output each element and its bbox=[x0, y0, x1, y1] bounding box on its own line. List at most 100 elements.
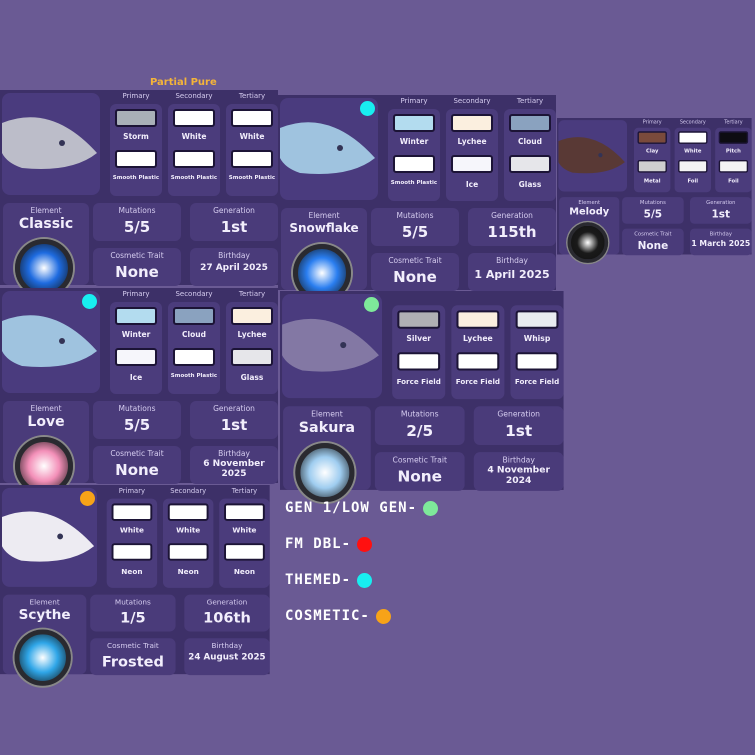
material-swatch bbox=[397, 352, 441, 371]
material-swatch bbox=[167, 543, 209, 561]
material-name: Foil bbox=[687, 177, 699, 184]
color-slot-1[interactable]: White Foil bbox=[674, 127, 711, 193]
color-slot-header: Secondary bbox=[170, 486, 207, 495]
dragon-portrait bbox=[282, 294, 382, 399]
color-slot-2[interactable]: Pitch Foil bbox=[715, 127, 752, 193]
color-slot-1[interactable]: White Smooth Plastic bbox=[168, 104, 220, 196]
color-swatch bbox=[637, 131, 667, 144]
cosmetic-panel: Cosmetic Trait None bbox=[93, 248, 181, 286]
material-swatch bbox=[637, 160, 667, 173]
material-name: Metal bbox=[643, 177, 661, 184]
mutations-panel: Mutations 5/5 bbox=[622, 197, 684, 224]
color-slot-header: Tertiary bbox=[231, 486, 258, 495]
category-marker-dot bbox=[79, 490, 95, 506]
generation-panel: Generation 115th bbox=[468, 208, 556, 246]
color-slot-2[interactable]: Cloud Glass bbox=[504, 109, 556, 201]
category-marker-dot bbox=[82, 294, 97, 309]
birthday-panel: Birthday 1 March 2025 bbox=[690, 228, 752, 256]
birthday-label: Birthday bbox=[211, 641, 243, 650]
color-swatch bbox=[115, 307, 157, 325]
element-name: Scythe bbox=[18, 607, 71, 623]
element-orb-icon bbox=[295, 442, 355, 503]
element-name: Melody bbox=[569, 206, 610, 218]
color-slot-header: Tertiary bbox=[724, 119, 743, 125]
element-orb-icon bbox=[567, 222, 609, 263]
birthday-label: Birthday bbox=[709, 230, 732, 237]
material-name: Neon bbox=[121, 567, 143, 577]
color-slot-2[interactable]: Lychee Glass bbox=[226, 302, 278, 394]
material-name: Ice bbox=[129, 373, 143, 382]
material-swatch bbox=[231, 348, 273, 366]
color-name: White bbox=[684, 147, 702, 154]
color-slot-header: Tertiary bbox=[238, 290, 266, 298]
material-swatch bbox=[115, 150, 157, 168]
generation-label: Generation bbox=[213, 206, 255, 215]
material-swatch bbox=[231, 150, 273, 168]
material-name: Force Field bbox=[396, 377, 441, 386]
material-name: Smooth Plastic bbox=[228, 175, 276, 181]
material-name: Ice bbox=[465, 180, 479, 189]
color-name: Cloud bbox=[182, 330, 206, 339]
color-slot-0[interactable]: Winter Smooth Plastic bbox=[388, 109, 440, 201]
color-slot-0[interactable]: Silver Force Field bbox=[392, 305, 446, 400]
birthday-value: 6 November 2025 bbox=[203, 459, 265, 479]
color-slot-0[interactable]: Winter Ice bbox=[110, 302, 162, 394]
legend-label: COSMETIC- bbox=[285, 608, 370, 624]
color-slot-2[interactable]: Whisp Force Field bbox=[510, 305, 564, 400]
color-name: Pitch bbox=[725, 147, 741, 154]
element-orb-icon bbox=[15, 239, 73, 297]
dragon-card-scythe[interactable]: Primary White Neon Secondary White Neon … bbox=[0, 485, 270, 686]
mutations-panel: Mutations 5/5 bbox=[93, 401, 181, 439]
color-swatch bbox=[509, 114, 551, 132]
material-name: Smooth Plastic bbox=[170, 175, 218, 181]
cosmetic-label: Cosmetic Trait bbox=[392, 455, 447, 465]
material-name: Foil bbox=[728, 177, 739, 184]
legend-item: GEN 1/LOW GEN- bbox=[285, 500, 439, 516]
purity-banner: Partial Pure bbox=[150, 77, 217, 88]
mutations-label: Mutations bbox=[639, 199, 666, 206]
mutations-value: 2/5 bbox=[406, 421, 434, 440]
mutations-value: 5/5 bbox=[123, 416, 151, 434]
color-slot-1[interactable]: Lychee Force Field bbox=[451, 305, 505, 400]
dragon-card-melody[interactable]: Primary Clay Metal Secondary White Foil … bbox=[557, 118, 752, 263]
birthday-value: 27 April 2025 bbox=[200, 263, 268, 273]
color-slot-header: Primary bbox=[122, 92, 150, 100]
color-slot-header: Primary bbox=[122, 290, 150, 298]
material-name: Smooth Plastic bbox=[390, 180, 438, 186]
cosmetic-value: None bbox=[393, 268, 437, 286]
material-swatch bbox=[111, 543, 153, 561]
dragon-card-snowflake[interactable]: Primary Winter Smooth Plastic Secondary … bbox=[278, 95, 556, 302]
color-slot-2[interactable]: White Neon bbox=[219, 498, 270, 588]
color-slot-1[interactable]: Lychee Ice bbox=[446, 109, 498, 201]
cosmetic-value: None bbox=[397, 467, 443, 486]
color-slot-1[interactable]: Cloud Smooth Plastic bbox=[168, 302, 220, 394]
legend-color-dot bbox=[375, 608, 391, 624]
birthday-panel: Birthday 1 April 2025 bbox=[468, 253, 556, 291]
birthday-panel: Birthday 4 November 2024 bbox=[473, 452, 564, 491]
cosmetic-panel: Cosmetic Trait Frosted bbox=[90, 638, 176, 676]
color-slot-header: Primary bbox=[118, 486, 146, 495]
element-label: Element bbox=[30, 206, 62, 215]
dragon-portrait bbox=[2, 93, 100, 195]
mutations-panel: Mutations 5/5 bbox=[371, 208, 459, 246]
color-slot-0[interactable]: White Neon bbox=[106, 498, 158, 588]
color-slot-header: Secondary bbox=[175, 92, 213, 100]
generation-value: 106th bbox=[203, 609, 251, 627]
material-name: Smooth Plastic bbox=[112, 175, 160, 181]
color-slot-1[interactable]: White Neon bbox=[162, 498, 214, 588]
color-slot-2[interactable]: White Smooth Plastic bbox=[226, 104, 278, 196]
color-slot-header: Secondary bbox=[679, 119, 706, 125]
dragon-card-sakura[interactable]: Silver Force Field Lychee Force Field Wh… bbox=[280, 291, 564, 503]
color-name: Winter bbox=[399, 137, 429, 146]
color-slot-0[interactable]: Clay Metal bbox=[634, 127, 671, 193]
dragon-card-love[interactable]: Primary Winter Ice Secondary Cloud Smoot… bbox=[0, 288, 278, 495]
material-swatch bbox=[224, 543, 265, 561]
material-name: Glass bbox=[518, 180, 542, 189]
color-name: Lychee bbox=[237, 330, 267, 339]
mutations-panel: Mutations 1/5 bbox=[90, 594, 176, 632]
color-slot-0[interactable]: Storm Smooth Plastic bbox=[110, 104, 162, 196]
mutations-value: 1/5 bbox=[120, 609, 146, 627]
birthday-panel: Birthday 27 April 2025 bbox=[190, 248, 278, 286]
material-swatch bbox=[393, 155, 435, 173]
